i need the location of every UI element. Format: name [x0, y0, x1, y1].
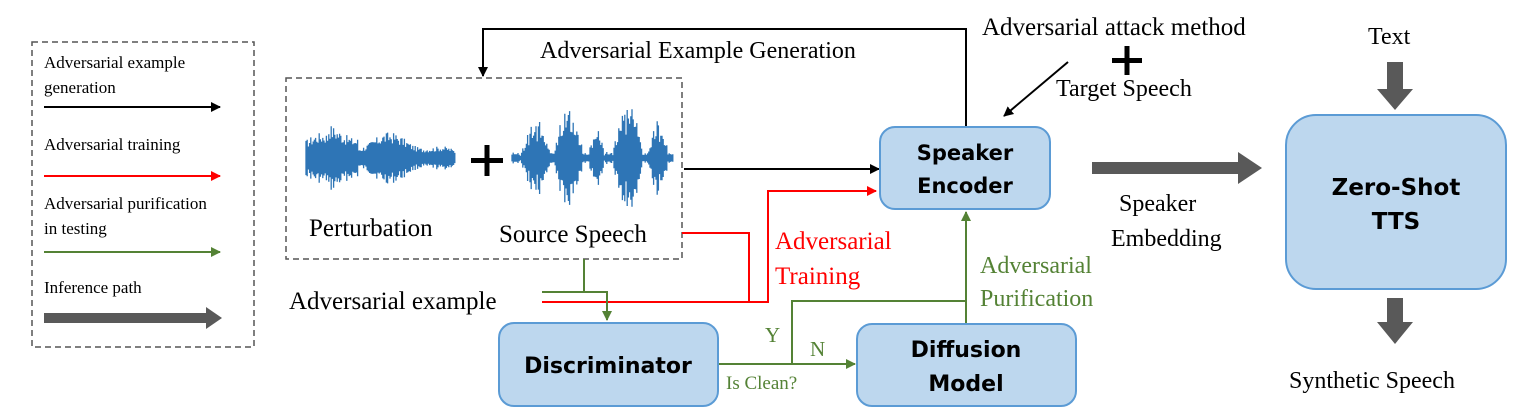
- discriminator-label: Discriminator: [524, 354, 692, 379]
- tts-to-output-arrow: [1377, 298, 1413, 344]
- no-label: N: [810, 337, 825, 361]
- attack-method-label: Adversarial attack method: [982, 14, 1246, 41]
- adversarial-training-label: Adversarial: [775, 228, 892, 255]
- zero-shot-tts-label-line2: TTS: [1372, 209, 1420, 235]
- clean-yes-path: [791, 300, 966, 364]
- text-input-label: Text: [1368, 24, 1411, 50]
- speaker-encoder-label-line2: Encoder: [917, 174, 1013, 198]
- legend-label-inference: Inference path: [44, 278, 142, 297]
- legend-label-training: Adversarial training: [44, 135, 181, 154]
- speaker-encoder-label: Speaker: [917, 141, 1014, 165]
- adversarial-example-green-link: [542, 291, 612, 321]
- legend-label-generation: Adversarial example: [44, 53, 185, 72]
- yes-label: Y: [765, 323, 780, 347]
- speaker-embedding-label: Speaker: [1119, 191, 1196, 217]
- adversarial-training-label-line2: Training: [775, 263, 861, 290]
- attack-method-arrow: [1003, 61, 1069, 117]
- legend: Adversarial example generation Adversari…: [31, 41, 255, 348]
- source-speech-waveform-trace: [511, 109, 674, 207]
- speaker-embedding-label-line2: Embedding: [1111, 226, 1222, 252]
- perturbation-label: Perturbation: [309, 215, 433, 242]
- adv-example-generation-label: Adversarial Example Generation: [540, 38, 856, 64]
- legend-frame: [31, 41, 255, 348]
- legend-label-purification-line2: in testing: [44, 219, 107, 238]
- text-to-tts-arrow: [1377, 62, 1413, 110]
- source-speech-waveform: [511, 109, 674, 207]
- legend-label-generation-line2: generation: [44, 78, 116, 97]
- plus-icon-attack: [1112, 46, 1142, 75]
- is-clean-label: Is Clean?: [726, 373, 797, 394]
- zero-shot-tts-label: Zero-Shot: [1332, 175, 1461, 201]
- legend-line-inference: [44, 307, 222, 329]
- synthetic-speech-label: Synthetic Speech: [1289, 368, 1455, 394]
- perturbation-waveform: [305, 126, 456, 190]
- diffusion-model-label: Diffusion: [911, 338, 1022, 363]
- target-speech-label: Target Speech: [1056, 76, 1192, 102]
- adversarial-purification-label: Adversarial: [980, 253, 1092, 279]
- diffusion-model-box: Diffusion Model: [856, 323, 1077, 407]
- plus-icon: [471, 145, 503, 176]
- legend-label-purification: Adversarial purification: [44, 194, 207, 213]
- speaker-encoder-box: Speaker Encoder: [879, 126, 1051, 210]
- adversarial-example-label: Adversarial example: [289, 288, 497, 315]
- adversarial-purification-label-line2: Purification: [980, 286, 1093, 312]
- discriminator-box: Discriminator: [498, 322, 719, 407]
- input-region: [285, 77, 683, 260]
- source-speech-label: Source Speech: [499, 221, 647, 248]
- speaker-embedding-arrow: [1092, 152, 1262, 184]
- perturbation-waveform-trace: [305, 126, 456, 190]
- generation-feedback-arrow: [478, 28, 967, 126]
- zero-shot-tts-box: Zero-Shot TTS: [1285, 114, 1507, 290]
- diffusion-model-label-line2: Model: [928, 372, 1003, 397]
